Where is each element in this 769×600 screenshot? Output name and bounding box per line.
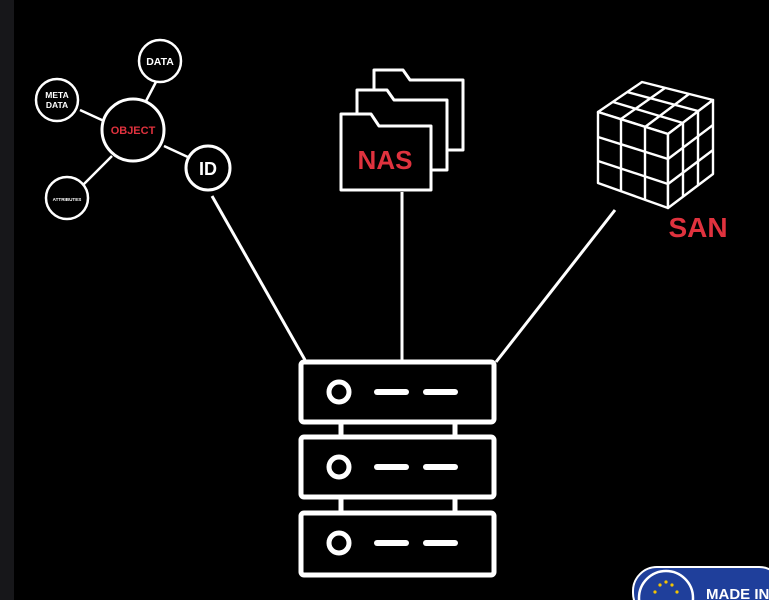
server-unit-2 [298, 434, 497, 500]
attributes-node-label: ATTRIBUTES [53, 197, 82, 202]
nas-folder-icon [339, 68, 465, 192]
left-margin-band [0, 0, 14, 600]
san-label: SAN [668, 212, 727, 243]
server-unit-3 [298, 510, 497, 578]
metadata-node-label-line1: META [45, 90, 68, 100]
server-unit-1 [298, 359, 497, 425]
nas-folder-front [339, 112, 433, 192]
connector-lines [210, 192, 617, 363]
server-stack-icon [298, 359, 497, 578]
san-cube-icon [596, 80, 715, 210]
nas-label: NAS [358, 145, 413, 175]
eu-flag-icon [637, 569, 695, 600]
data-node-label: DATA [146, 56, 174, 68]
metadata-node: META DATA [34, 77, 80, 123]
id-node-label: ID [199, 159, 217, 179]
badge-text: MADE IN [706, 586, 769, 600]
data-node: DATA [137, 38, 183, 84]
object-node-label: OBJECT [111, 125, 156, 137]
object-node: OBJECT [100, 97, 166, 163]
id-node: ID [184, 144, 232, 192]
metadata-node-label-line2: DATA [46, 100, 68, 110]
made-in-eu-badge[interactable]: MADE IN [632, 566, 769, 600]
san-to-server-line [494, 209, 617, 363]
attributes-node: ATTRIBUTES [44, 175, 90, 221]
object-cluster: DATA META DATA ATTRIBUTES OBJECT ID [34, 38, 232, 221]
object-to-server-line [210, 195, 307, 361]
eu-stars-icon [653, 580, 679, 594]
